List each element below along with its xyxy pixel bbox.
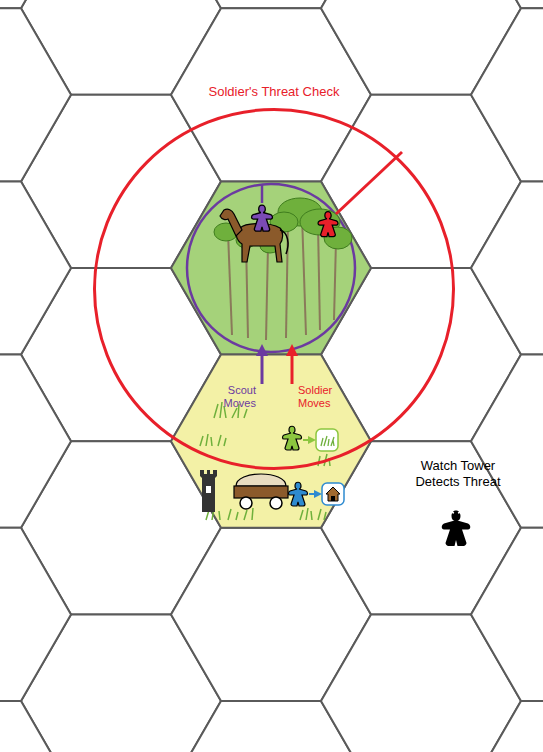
range-title: Soldier's Threat Check [205, 84, 344, 100]
grass-tufts-part [200, 434, 226, 446]
soldier-meeple-part [318, 212, 338, 237]
green-worker [283, 426, 339, 451]
move-arrows [262, 350, 292, 384]
blue-worker-part [322, 483, 344, 505]
horse-rider-part [252, 205, 273, 231]
hex-tile [0, 528, 71, 701]
wagon-icon-part [270, 497, 282, 509]
tower-note: Watch Tower Detects Threat [406, 458, 510, 490]
hex-tile [171, 355, 371, 528]
blue-worker-part [309, 493, 318, 495]
circle-outline [93, 108, 455, 470]
forest-trees-part-part [302, 215, 306, 335]
wagon-icon-part [236, 474, 286, 486]
hex-tile [0, 355, 71, 528]
blue-worker-part [289, 482, 308, 506]
soldier-meeple-part [336, 152, 402, 214]
move-arrows-part [291, 350, 294, 384]
green-worker-part [303, 439, 312, 441]
green-worker-part [283, 426, 302, 450]
forest-trees-part-part [228, 232, 232, 335]
forest-trees [214, 198, 352, 340]
threat-meeple-part [451, 512, 461, 513]
blue-worker-part [331, 496, 335, 501]
hex-tile [0, 181, 71, 354]
threat-range-circle: Soldier's Threat Check [93, 108, 455, 470]
forest-trees-part-part [266, 245, 268, 340]
wagon-icon-part [234, 486, 288, 498]
move-arrows-part [261, 350, 264, 384]
hex-tile [0, 8, 71, 181]
hex-tile [0, 701, 71, 752]
blue-worker [289, 482, 345, 506]
move-label: Soldier Moves [298, 384, 346, 410]
forest-trees-part-part [318, 225, 320, 330]
hex-tile [471, 528, 543, 701]
hex-tile [471, 8, 543, 181]
hex-tile [0, 0, 71, 8]
blue-worker-part [326, 487, 340, 501]
watch-tower-icon [200, 470, 217, 512]
forest-trees-part-part [334, 240, 336, 320]
threat-meeple-part [442, 510, 471, 546]
soldier-meeple [318, 152, 402, 237]
wagon-icon [234, 474, 288, 509]
move-label: Scout Moves [210, 384, 256, 410]
horse-rider-part [261, 185, 264, 203]
watch-tower-icon-part [206, 486, 211, 493]
hex-tile [471, 355, 543, 528]
grass-tufts-part [300, 508, 326, 520]
hex-tile [471, 0, 543, 8]
forest-trees-part [214, 198, 352, 253]
threat-meeple [442, 510, 471, 546]
horse-rider [220, 185, 288, 262]
green-worker-part [321, 436, 334, 446]
circle-outline [95, 110, 454, 469]
hex-tile [471, 701, 543, 752]
watch-tower-icon-part [200, 470, 217, 512]
scout-range-circle [187, 184, 355, 352]
green-worker-part [316, 429, 338, 451]
horse-rider-part [280, 230, 288, 254]
horse-rider-part [220, 209, 242, 236]
hex-tile [471, 181, 543, 354]
wagon-icon-part [240, 497, 252, 509]
